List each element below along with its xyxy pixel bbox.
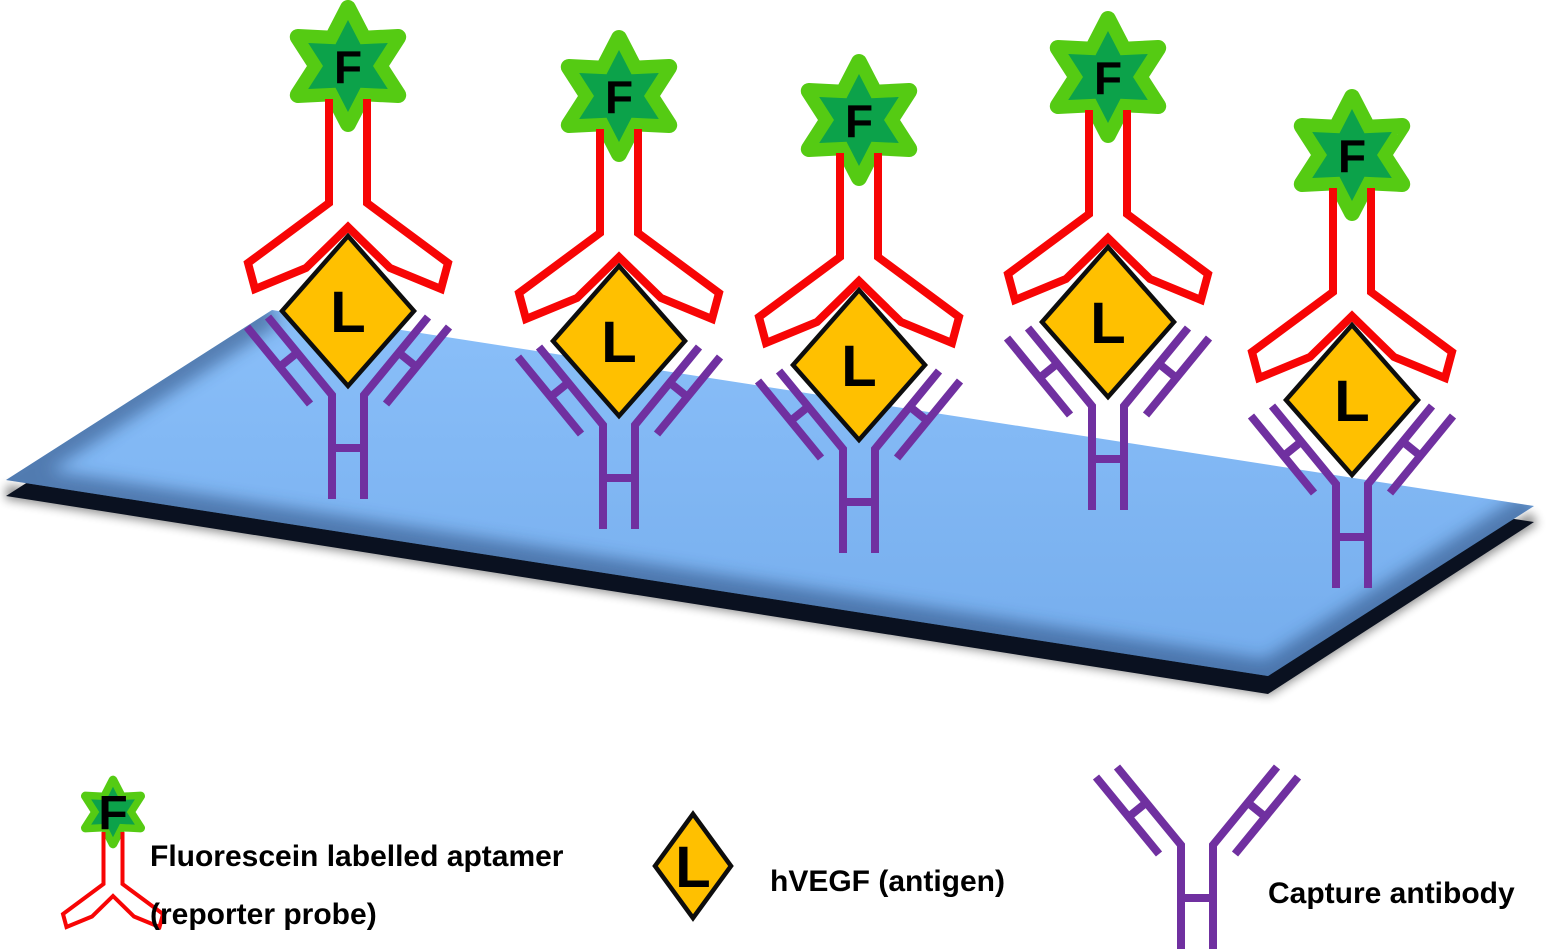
legend-item-antibody: Capture antibody <box>1096 767 1515 949</box>
legend-label-reporter-line1: Fluorescein labelled aptamer <box>150 840 564 873</box>
legend-label-reporter-line2: (reporter probe) <box>150 898 377 931</box>
fluorescein-aptamer-icon: F <box>61 780 165 929</box>
capture-antibody-icon <box>1096 767 1298 949</box>
legend-label-antibody: Capture antibody <box>1268 877 1515 910</box>
legend-item-reporter: F Fluorescein labelled aptamer (reporter… <box>61 780 564 931</box>
legend-item-antigen: L hVEGF (antigen) <box>652 810 1005 922</box>
microplate <box>4 310 1538 696</box>
plate-edge-shading <box>6 310 1534 676</box>
microplate-surface <box>6 310 1534 676</box>
antigen-diamond-icon: L <box>652 810 734 922</box>
legend: F Fluorescein labelled aptamer (reporter… <box>61 767 1515 949</box>
fluorophore-letter: F <box>98 787 127 840</box>
antigen-letter: L <box>675 835 710 900</box>
legend-label-antigen: hVEGF (antigen) <box>770 865 1005 898</box>
